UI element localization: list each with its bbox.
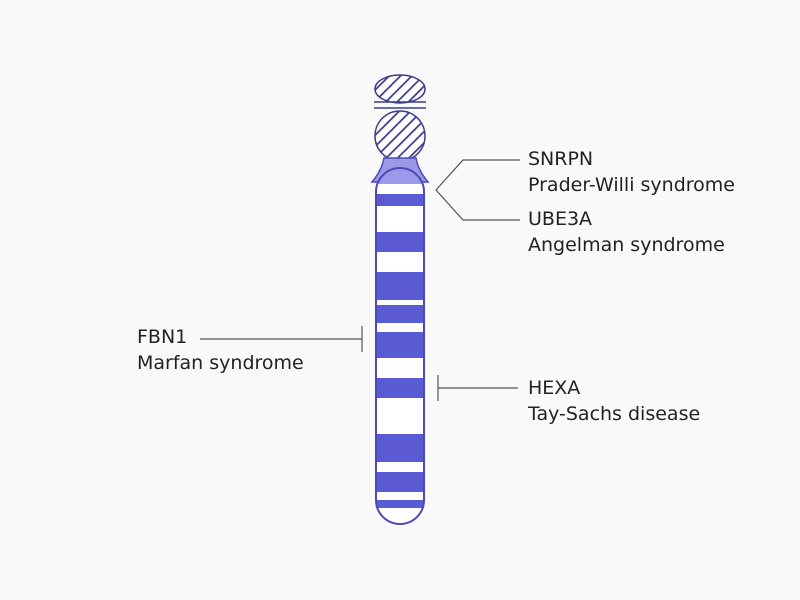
leader-snrpn-ube3a [435,159,520,221]
annotation-fbn1: FBN1 Marfan syndrome [137,324,304,376]
short-arm [374,110,426,162]
long-arm-outline [375,167,425,525]
condition-name: Tay-Sachs disease [528,403,701,425]
band [376,500,424,508]
leader-hexa [437,375,518,401]
gene-name: UBE3A [528,208,593,230]
gene-name: SNRPN [528,148,594,170]
band [376,272,424,300]
band [376,472,424,492]
gene-name: HEXA [528,377,581,399]
band [376,305,424,323]
leader-fbn1 [200,326,363,352]
gene-name: FBN1 [137,326,188,348]
band [376,378,424,398]
condition-name: Angelman syndrome [528,234,725,256]
band [376,194,424,206]
band [376,332,424,358]
annotation-snrpn: SNRPN Prader-Willi syndrome [528,146,735,198]
condition-name: Prader-Willi syndrome [528,174,735,196]
satellite [374,74,426,104]
band [376,434,424,462]
annotation-hexa: HEXA Tay-Sachs disease [528,375,700,427]
condition-name: Marfan syndrome [137,352,304,374]
band [376,232,424,252]
long-arm [375,167,425,525]
annotation-ube3a: UBE3A Angelman syndrome [528,206,725,258]
